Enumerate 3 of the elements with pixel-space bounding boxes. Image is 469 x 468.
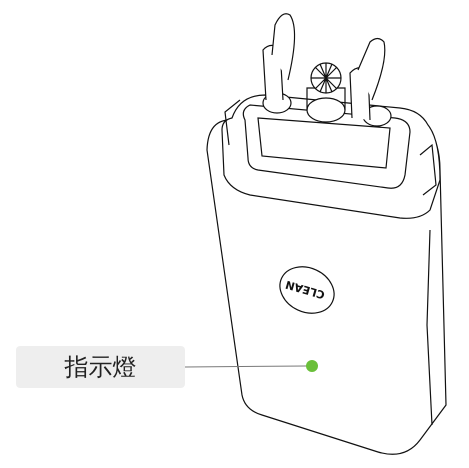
callout-label: 指示燈 — [16, 346, 185, 388]
button-label: CLEAN — [284, 278, 326, 302]
leader-line — [184, 366, 306, 368]
